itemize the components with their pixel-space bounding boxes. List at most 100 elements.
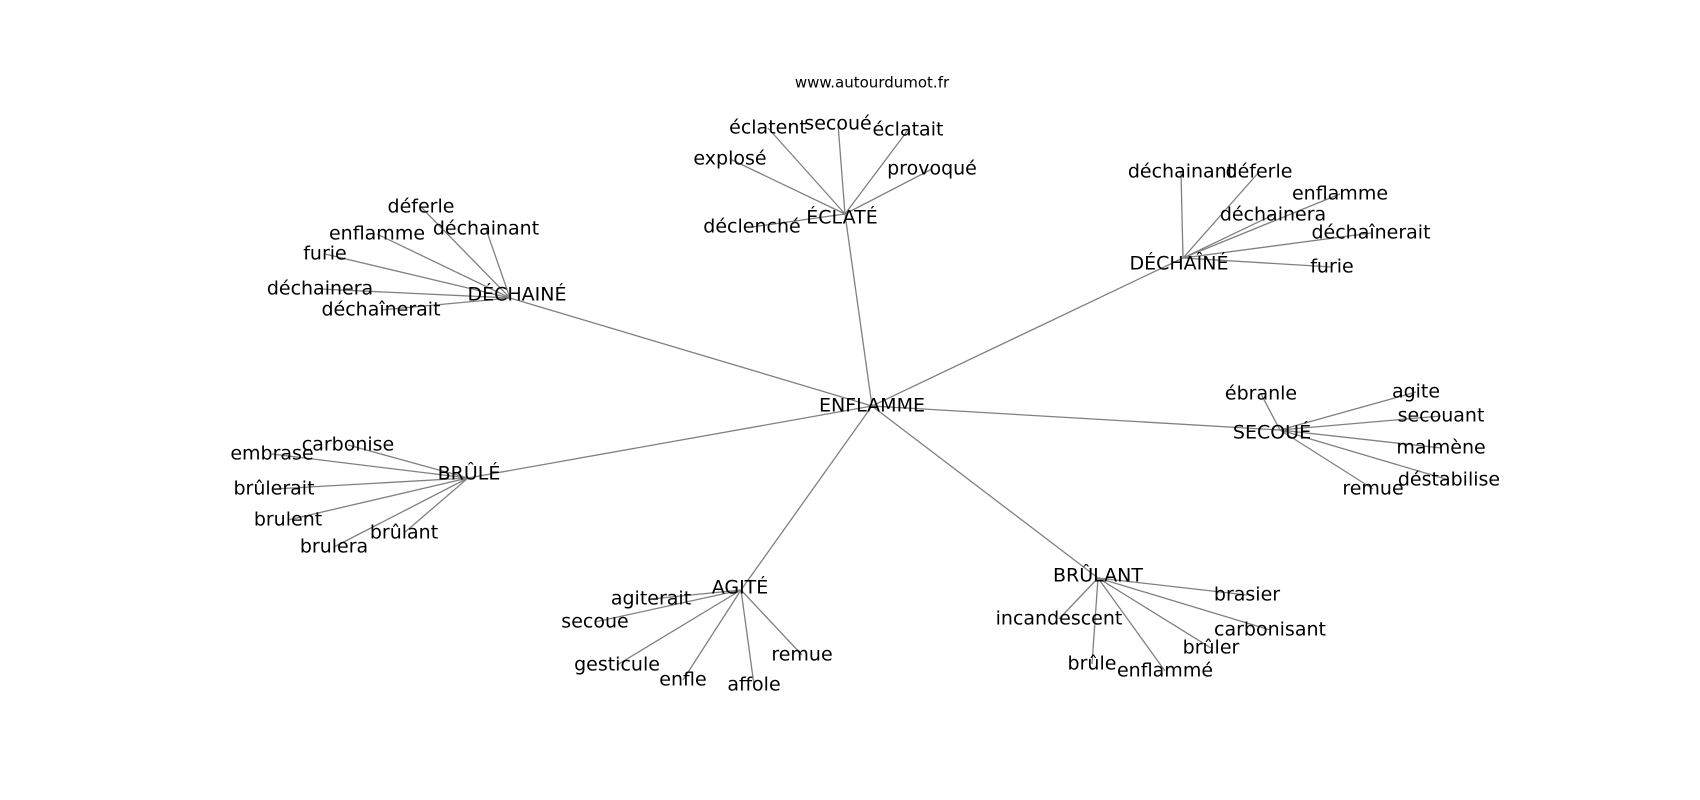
leaf-node-label: déchainant (433, 218, 539, 240)
leaf-node-label: déchainant (1128, 161, 1234, 183)
leaf-edge (1182, 257, 1333, 268)
leaf-edge (1279, 391, 1417, 431)
leaf-edge (1279, 429, 1374, 490)
leaf-edge (347, 444, 469, 479)
leaf-edge (1097, 577, 1248, 596)
leaf-node-label: secoue (561, 611, 628, 633)
leaf-node-label: brulera (300, 536, 368, 558)
hub-edge (844, 213, 873, 407)
leaf-edge (1279, 429, 1442, 449)
leaf-node-label: secoué (804, 113, 871, 135)
leaf-edge (273, 477, 469, 490)
hub-edge (467, 405, 873, 479)
leaf-node-label: furie (303, 243, 347, 265)
leaf-node-label: gesticule (574, 654, 660, 676)
leaf-node-label: agite (1392, 381, 1440, 403)
leaf-edge (287, 477, 469, 521)
leaf-node-label: brûlant (370, 522, 438, 544)
leaf-edge (1097, 577, 1166, 672)
hub-node-label: SECOUÉ (1233, 421, 1311, 444)
hub-node-label: ÉCLATÉ (806, 206, 877, 229)
leaf-node-label: déchainera (1220, 204, 1326, 226)
leaf-node-label: déclenché (703, 216, 800, 238)
label-layer: www.autourdumot.fr ENFLAMME ÉCLATÉ éclaten… (230, 74, 1500, 696)
leaf-node-label: déferle (1226, 161, 1293, 183)
leaf-edge (650, 589, 742, 600)
leaf-edge (333, 477, 469, 548)
leaf-edge (1260, 393, 1281, 431)
leaf-edge (844, 129, 909, 215)
leaf-node-label: affole (727, 674, 780, 696)
leaf-node-label: éclatent (729, 117, 807, 139)
hub-edge (740, 405, 873, 591)
leaf-node-label: déchaînerait (1311, 222, 1430, 244)
leaf-node-label: éclatait (873, 119, 944, 141)
hub-edge (871, 405, 1281, 431)
leaf-edge (740, 589, 803, 656)
leaf-node-label: explosé (693, 148, 766, 170)
leaf-node-label: provoqué (887, 158, 977, 180)
source-label: www.autourdumot.fr (795, 74, 950, 92)
leaf-node-label: malmène (1396, 437, 1485, 459)
leaf-node-label: enfle (659, 669, 706, 691)
leaf-node-label: embrase (230, 443, 313, 465)
leaf-edge (844, 168, 933, 215)
leaf-node-label: enflamme (1292, 183, 1388, 205)
leaf-edge (740, 589, 755, 686)
hub-node-label: DÉCHAÎNÉ (1129, 252, 1228, 275)
leaf-node-label: agiterait (611, 588, 691, 610)
leaf-node-label: déstabilise (1398, 469, 1500, 491)
leaf-node-label: ébranle (1225, 383, 1297, 405)
leaf-edge (1097, 577, 1212, 649)
leaf-edge (616, 589, 742, 666)
hub-edge (509, 297, 873, 407)
leaf-edge (767, 127, 846, 215)
leaf-edge (403, 477, 469, 534)
leaf-edge (1058, 577, 1099, 620)
leaf-node-label: secouant (1398, 405, 1485, 427)
leaf-node-label: carbonisant (1214, 619, 1326, 641)
leaf-edge (1182, 214, 1274, 259)
center-node-label: ENFLAMME (819, 395, 925, 417)
hub-node-label: DÉCHAINÉ (467, 283, 566, 306)
leaf-edge (380, 297, 511, 311)
leaf-edge (1091, 577, 1099, 665)
leaf-edge (271, 453, 469, 479)
leaf-edge (729, 158, 846, 215)
leaf-node-label: déchainera (267, 278, 373, 300)
leaf-edge (837, 123, 846, 215)
hub-node-label: AGITÉ (712, 576, 769, 599)
leaf-node-label: remue (1342, 478, 1403, 500)
leaf-node-label: brûle (1068, 653, 1117, 675)
leaf-node-label: enflamme (329, 223, 425, 245)
leaf-edge (682, 589, 742, 681)
leaf-edge (1182, 193, 1341, 259)
leaf-edge (485, 228, 511, 299)
leaf-edge (1279, 429, 1450, 481)
leaf-edge (1182, 171, 1260, 259)
leaf-edge (376, 233, 511, 299)
leaf-edge (1180, 171, 1184, 259)
leaf-node-label: furie (1310, 256, 1354, 278)
edge-layer (271, 123, 1450, 686)
leaf-node-label: incandescent (996, 608, 1123, 630)
leaf-node-label: déchaînerait (321, 299, 440, 321)
leaf-edge (1097, 577, 1271, 631)
leaf-node-label: remue (771, 644, 832, 666)
hub-edge (871, 257, 1184, 407)
leaf-node-label: carbonise (302, 434, 395, 456)
leaf-node-label: brûler (1183, 637, 1240, 659)
hub-node-label: BRÛLANT (1053, 563, 1143, 587)
leaf-edge (751, 213, 846, 228)
leaf-node-label: brûlerait (233, 478, 314, 500)
leaf-edge (319, 288, 511, 299)
leaf-edge (420, 206, 511, 299)
hub-edge (871, 405, 1099, 579)
leaf-node-label: brasier (1214, 584, 1280, 606)
leaf-edge (1182, 232, 1372, 259)
leaf-edge (324, 253, 511, 299)
leaf-node-label: enflammé (1117, 660, 1213, 682)
leaf-edge (594, 589, 742, 623)
leaf-node-label: déferle (388, 196, 455, 218)
